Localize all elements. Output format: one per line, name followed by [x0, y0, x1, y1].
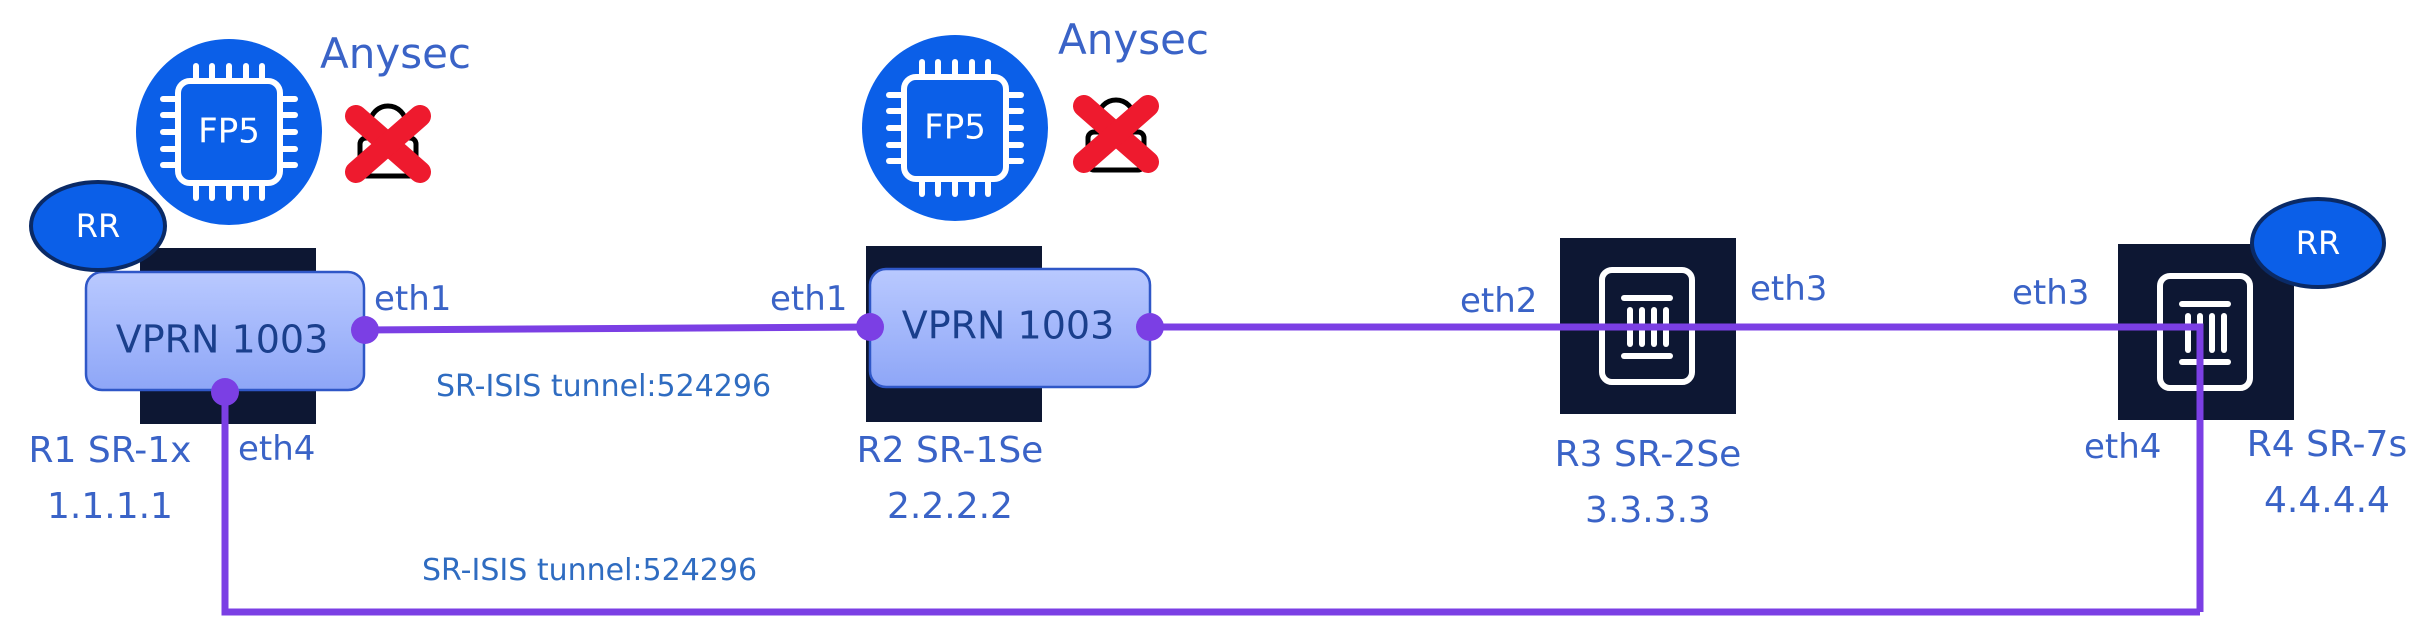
- port-label-r3-eth2: eth2: [1460, 281, 1537, 321]
- link-r1-r4-bottom: [221, 392, 2200, 616]
- lock-disabled-icon-r2: [1073, 95, 1159, 173]
- link-r2-r4: [1150, 323, 2204, 612]
- endpoint-r2-eth2: [1136, 313, 1164, 341]
- port-label-r4-eth4: eth4: [2084, 427, 2161, 467]
- chip-label: FP5: [924, 108, 986, 148]
- port-label-r3-eth3: eth3: [1750, 269, 1827, 309]
- port-label-r2-eth1: eth1: [770, 279, 847, 319]
- link-endpoints: [211, 313, 1164, 406]
- rr-badge-r4: RR: [2250, 197, 2386, 289]
- vprn-label: VPRN 1003: [116, 318, 329, 362]
- node-ip-r3: 3.3.3.3: [1585, 490, 1711, 531]
- links: [221, 323, 2204, 616]
- endpoint-r1-eth4: [211, 378, 239, 406]
- port-label-r4-eth3: eth3: [2012, 273, 2089, 313]
- anysec-title-r1: Anysec: [320, 29, 471, 78]
- tunnel-label-upper: SR-ISIS tunnel:524296: [436, 369, 771, 404]
- vprn-label: VPRN 1003: [902, 304, 1115, 348]
- node-ip-r4: 4.4.4.4: [2264, 480, 2390, 521]
- endpoint-r1-eth1: [351, 316, 379, 344]
- anysec-title-r2: Anysec: [1058, 15, 1209, 64]
- fp5-chip-icon-r1: FP5: [136, 39, 322, 225]
- fp5-chip-icon-r2: FP5: [862, 35, 1048, 221]
- port-label-r1-eth4: eth4: [238, 429, 315, 469]
- link-r1-r2: [364, 323, 871, 334]
- node-name-r1: R1 SR-1x: [29, 430, 192, 471]
- lock-disabled-icon-r1: [345, 103, 431, 183]
- router-r4[interactable]: [2118, 244, 2294, 420]
- node-ip-r1: 1.1.1.1: [47, 486, 173, 527]
- labels: Anysec Anysec eth1 eth4 eth1 eth2 eth3 e…: [29, 15, 2408, 588]
- node-name-r2: R2 SR-1Se: [857, 430, 1044, 471]
- endpoint-r2-eth1: [856, 313, 884, 341]
- port-label-r1-eth1: eth1: [374, 279, 451, 319]
- rr-badge-r1: RR: [29, 180, 167, 272]
- chip-label: FP5: [198, 112, 260, 152]
- vprn-r2[interactable]: VPRN 1003: [868, 267, 1152, 389]
- tunnel-label-lower: SR-ISIS tunnel:524296: [422, 553, 757, 588]
- vprn-r1[interactable]: VPRN 1003: [84, 270, 366, 392]
- rr-label: RR: [2296, 224, 2340, 262]
- node-name-r3: R3 SR-2Se: [1555, 434, 1742, 475]
- node-name-r4: R4 SR-7s: [2247, 424, 2407, 465]
- node-ip-r2: 2.2.2.2: [887, 486, 1013, 527]
- rr-label: RR: [76, 207, 120, 245]
